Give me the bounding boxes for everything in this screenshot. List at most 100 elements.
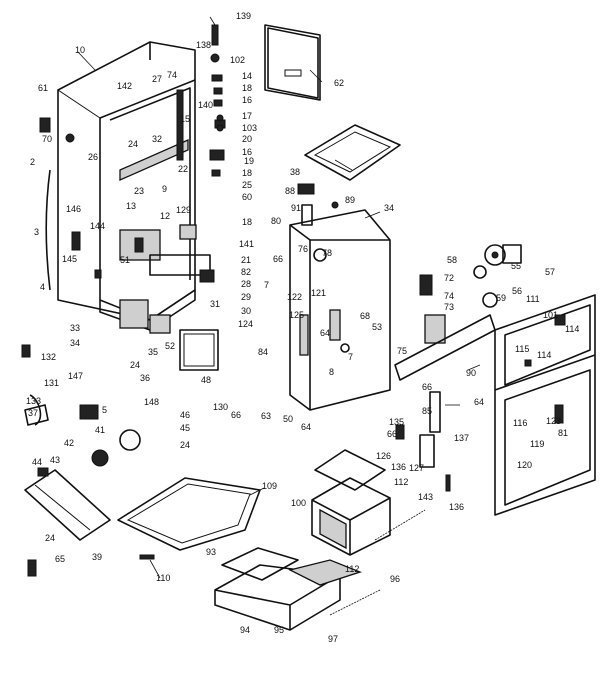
callout-label-l94: 94 (240, 625, 250, 635)
callout-label-l43: 43 (50, 455, 60, 465)
callout-label-l31: 31 (210, 299, 220, 309)
callout-label-l66b: 66 (231, 410, 241, 420)
callout-label-l64a: 64 (320, 328, 330, 338)
callout-label-l112b: 112 (345, 564, 359, 574)
callout-label-l125: 125 (289, 310, 304, 320)
callout-label-l84: 84 (258, 347, 268, 357)
callout-label-l24b: 24 (130, 360, 140, 370)
top-hardware (210, 24, 224, 132)
compressor-group (21, 329, 219, 577)
callout-label-l72: 72 (444, 273, 454, 283)
freezer-liner (289, 209, 446, 411)
callout-label-l10: 10 (75, 45, 85, 55)
callout-label-l133: 133 (26, 396, 41, 406)
callout-label-l90: 90 (466, 368, 476, 378)
callout-label-l7b: 7 (348, 352, 353, 362)
callout-label-l70: 70 (42, 134, 52, 144)
door-assembly (494, 294, 596, 516)
callout-label-l18c: 18 (242, 217, 252, 227)
callout-label-l22: 22 (178, 164, 188, 174)
callout-label-l100: 100 (291, 498, 306, 508)
callout-label-l123: 123 (546, 416, 561, 426)
callout-label-l25: 25 (242, 180, 252, 190)
callout-label-l131: 131 (44, 378, 59, 388)
callout-label-l82: 82 (241, 267, 251, 277)
callout-label-l26: 26 (88, 152, 98, 162)
callout-label-l111: 111 (526, 294, 540, 304)
liner-components (39, 117, 226, 334)
callout-label-l66c: 66 (422, 382, 432, 392)
callout-label-l27: 27 (152, 74, 162, 84)
callout-label-l24a: 24 (128, 139, 138, 149)
callout-label-l68: 68 (360, 311, 370, 321)
callout-label-l19: 19 (244, 156, 254, 166)
callout-label-l60: 60 (242, 192, 252, 202)
callout-label-l4: 4 (40, 282, 45, 292)
callout-label-l17: 17 (242, 111, 252, 121)
callout-label-l135: 135 (389, 417, 404, 427)
callout-label-l13: 13 (126, 201, 136, 211)
callout-label-l29: 29 (241, 292, 251, 302)
callout-label-l122: 122 (287, 292, 302, 302)
callout-label-l59: 59 (496, 293, 506, 303)
callout-label-l124: 124 (238, 319, 253, 329)
callout-label-l103: 103 (242, 123, 257, 133)
callout-label-l24d: 24 (45, 533, 55, 543)
callout-label-l145: 145 (62, 254, 77, 264)
callout-label-l75: 75 (397, 346, 407, 356)
callout-label-l141: 141 (239, 239, 254, 249)
leader-lines (77, 16, 481, 579)
drip-pan (117, 477, 261, 551)
callout-label-l33: 33 (70, 323, 80, 333)
callout-label-l130: 130 (213, 402, 228, 412)
fan-assembly (473, 244, 522, 308)
access-panel (264, 24, 321, 101)
callout-label-l5: 5 (102, 405, 107, 415)
callout-label-l41: 41 (95, 425, 105, 435)
callout-label-l36: 36 (140, 373, 150, 383)
callout-label-l46: 46 (180, 410, 190, 420)
callout-label-l34: 34 (384, 203, 394, 213)
callout-label-l140: 140 (198, 100, 213, 110)
callout-label-l66a: 66 (273, 254, 283, 264)
callout-label-l88: 88 (285, 186, 295, 196)
callout-label-l115: 115 (515, 344, 529, 354)
callout-label-l81: 81 (558, 428, 568, 438)
callout-label-l121: 121 (311, 288, 326, 298)
callout-label-l63: 63 (261, 411, 271, 421)
callout-label-l116: 116 (513, 418, 527, 428)
callout-label-l14: 14 (242, 71, 252, 81)
callout-label-l138: 138 (196, 40, 211, 50)
callout-label-l137: 137 (454, 433, 469, 443)
callout-label-l58: 58 (447, 255, 457, 265)
callout-label-l136a: 136 (391, 462, 406, 472)
callout-label-l114a: 114 (565, 324, 579, 334)
callout-label-l66d: 66 (387, 429, 397, 439)
callout-label-l80: 80 (271, 216, 281, 226)
callout-label-l127: 127 (409, 463, 424, 473)
callout-label-l57: 57 (545, 267, 555, 277)
callout-label-l39: 39 (92, 552, 102, 562)
callout-label-l28: 28 (241, 279, 251, 289)
callout-label-l74b: 74 (444, 291, 454, 301)
callout-label-l34b: 34 (70, 338, 80, 348)
callout-label-l50: 50 (283, 414, 293, 424)
callout-label-l119: 119 (530, 439, 544, 449)
callout-label-l18b: 18 (242, 168, 252, 178)
callout-label-l3: 3 (34, 227, 39, 237)
callout-label-l65: 65 (55, 554, 65, 564)
callout-label-l42: 42 (64, 438, 74, 448)
callout-label-l136b: 136 (449, 502, 464, 512)
lower-hardware (395, 391, 451, 492)
callout-label-l129: 129 (176, 205, 191, 215)
callout-label-l12: 12 (160, 211, 170, 221)
callout-label-l51: 51 (120, 255, 130, 265)
callout-label-l109: 109 (262, 481, 277, 491)
callout-label-l20: 20 (242, 134, 252, 144)
callout-label-l44: 44 (32, 457, 42, 467)
callout-label-l126: 126 (376, 451, 391, 461)
callout-label-l146: 146 (66, 204, 81, 214)
callout-label-l37: 37 (28, 408, 38, 418)
